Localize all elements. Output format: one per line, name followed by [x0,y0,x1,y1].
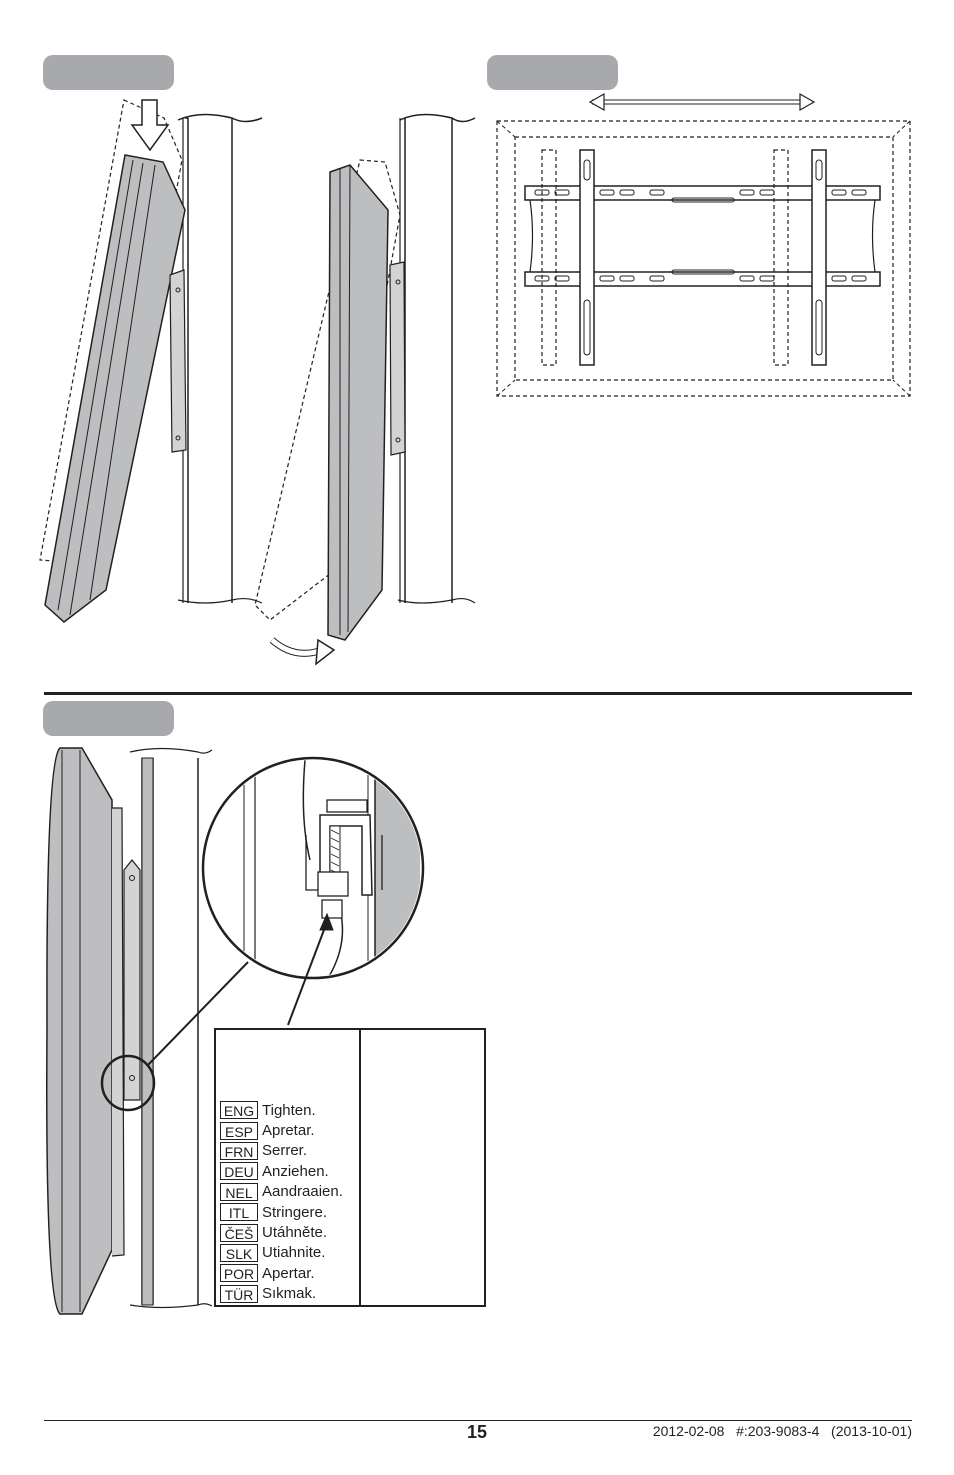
lang-text: Apretar. [262,1122,315,1140]
page-number: 15 [466,1422,488,1442]
lang-code: POR [220,1264,258,1283]
lang-text: Serrer. [262,1142,308,1160]
footer-rule [44,1420,912,1421]
lang-code: ESP [220,1121,258,1140]
warning-separator [359,1030,361,1305]
document-info: 2012-02-08 #:203-9083-4 (2013-10-01) [652,1423,912,1439]
lang-code: SLK [220,1243,258,1262]
lang-text: Anziehen. [262,1162,329,1180]
lang-text: Apertar. [262,1264,315,1282]
lang-text: Utáhněte. [262,1224,328,1242]
step-tab-3 [43,701,174,736]
tv-hang-illustration [39,99,263,623]
lang-code: ENG [220,1101,258,1120]
lang-text: Utiahnite. [262,1244,326,1262]
lang-code: ITL [220,1203,258,1222]
lang-text: Aandraaien. [262,1183,343,1201]
lang-text: Stringere. [262,1203,328,1221]
lang-code: ČEŠ [220,1223,258,1242]
lang-text: Sıkmak. [262,1285,317,1303]
section-divider [44,692,912,695]
step-tab-2 [487,55,618,90]
tv-tilt-illustration [254,113,476,666]
lang-code: DEU [220,1162,258,1181]
lang-code: NEL [220,1182,258,1201]
step-tab-1 [43,55,174,90]
lang-code: TÜR [220,1284,258,1303]
bracket-slide-illustration [496,92,911,397]
lang-code: FRN [220,1141,258,1160]
tighten-illustration [46,747,425,1315]
lang-text: Tighten. [262,1101,316,1119]
